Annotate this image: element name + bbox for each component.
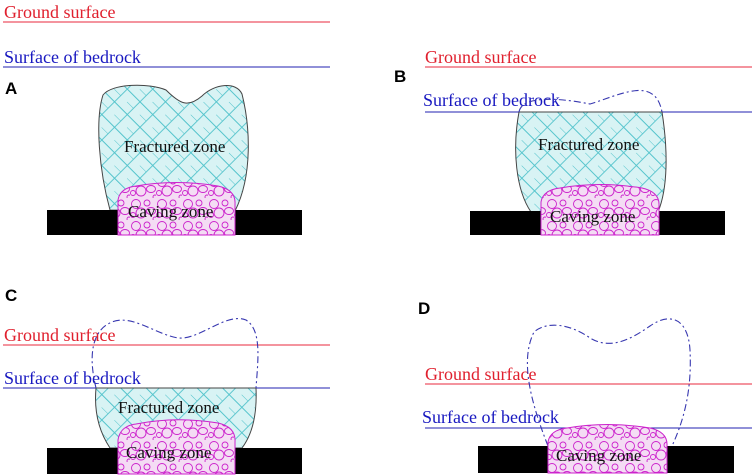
ground-surface-label-d: Ground surface [425, 364, 536, 384]
bedrock-surface-label-b: Surface of bedrock [423, 90, 560, 110]
panel-letter-c: C [5, 286, 17, 305]
panel-letter-b: B [394, 67, 406, 86]
panel-a: Ground surface Surface of bedrock A Frac… [3, 2, 330, 236]
caving-zone-label-b: Caving zone [550, 207, 635, 226]
caving-zone-label-d: Caving zone [556, 446, 641, 465]
dashed-collapse-boundary-c [91, 318, 259, 389]
caving-zone-b [540, 184, 660, 236]
bedrock-surface-label-a: Surface of bedrock [4, 47, 141, 67]
fractured-zone-label-c: Fractured zone [118, 398, 219, 417]
bedrock-surface-label-d: Surface of bedrock [422, 407, 559, 427]
fractured-zone-a [98, 84, 249, 212]
panel-letter-d: D [418, 299, 430, 318]
dashed-collapse-boundary-b [518, 89, 663, 113]
ground-surface-label-c: Ground surface [4, 325, 115, 345]
caving-zone-a [117, 182, 236, 236]
dashed-collapse-boundary-d [526, 318, 691, 447]
ground-surface-label-a: Ground surface [4, 2, 115, 22]
caving-zone-d [547, 424, 668, 474]
panel-d: Ground surface Surface of bedrock D Cavi… [418, 299, 752, 474]
panel-b: Ground surface Surface of bedrock B Frac… [394, 47, 752, 236]
fractured-zone-label-b: Fractured zone [538, 135, 639, 154]
caving-zone-c [117, 419, 236, 475]
ground-surface-label-b: Ground surface [425, 47, 536, 67]
caving-zone-label-a: Caving zone [128, 202, 213, 221]
bedrock-surface-label-c: Surface of bedrock [4, 368, 141, 388]
panel-letter-a: A [5, 79, 17, 98]
caving-zone-label-c: Caving zone [126, 443, 211, 462]
panel-c: Ground surface Surface of bedrock C Frac… [3, 286, 330, 475]
fractured-zone-label-a: Fractured zone [124, 137, 225, 156]
